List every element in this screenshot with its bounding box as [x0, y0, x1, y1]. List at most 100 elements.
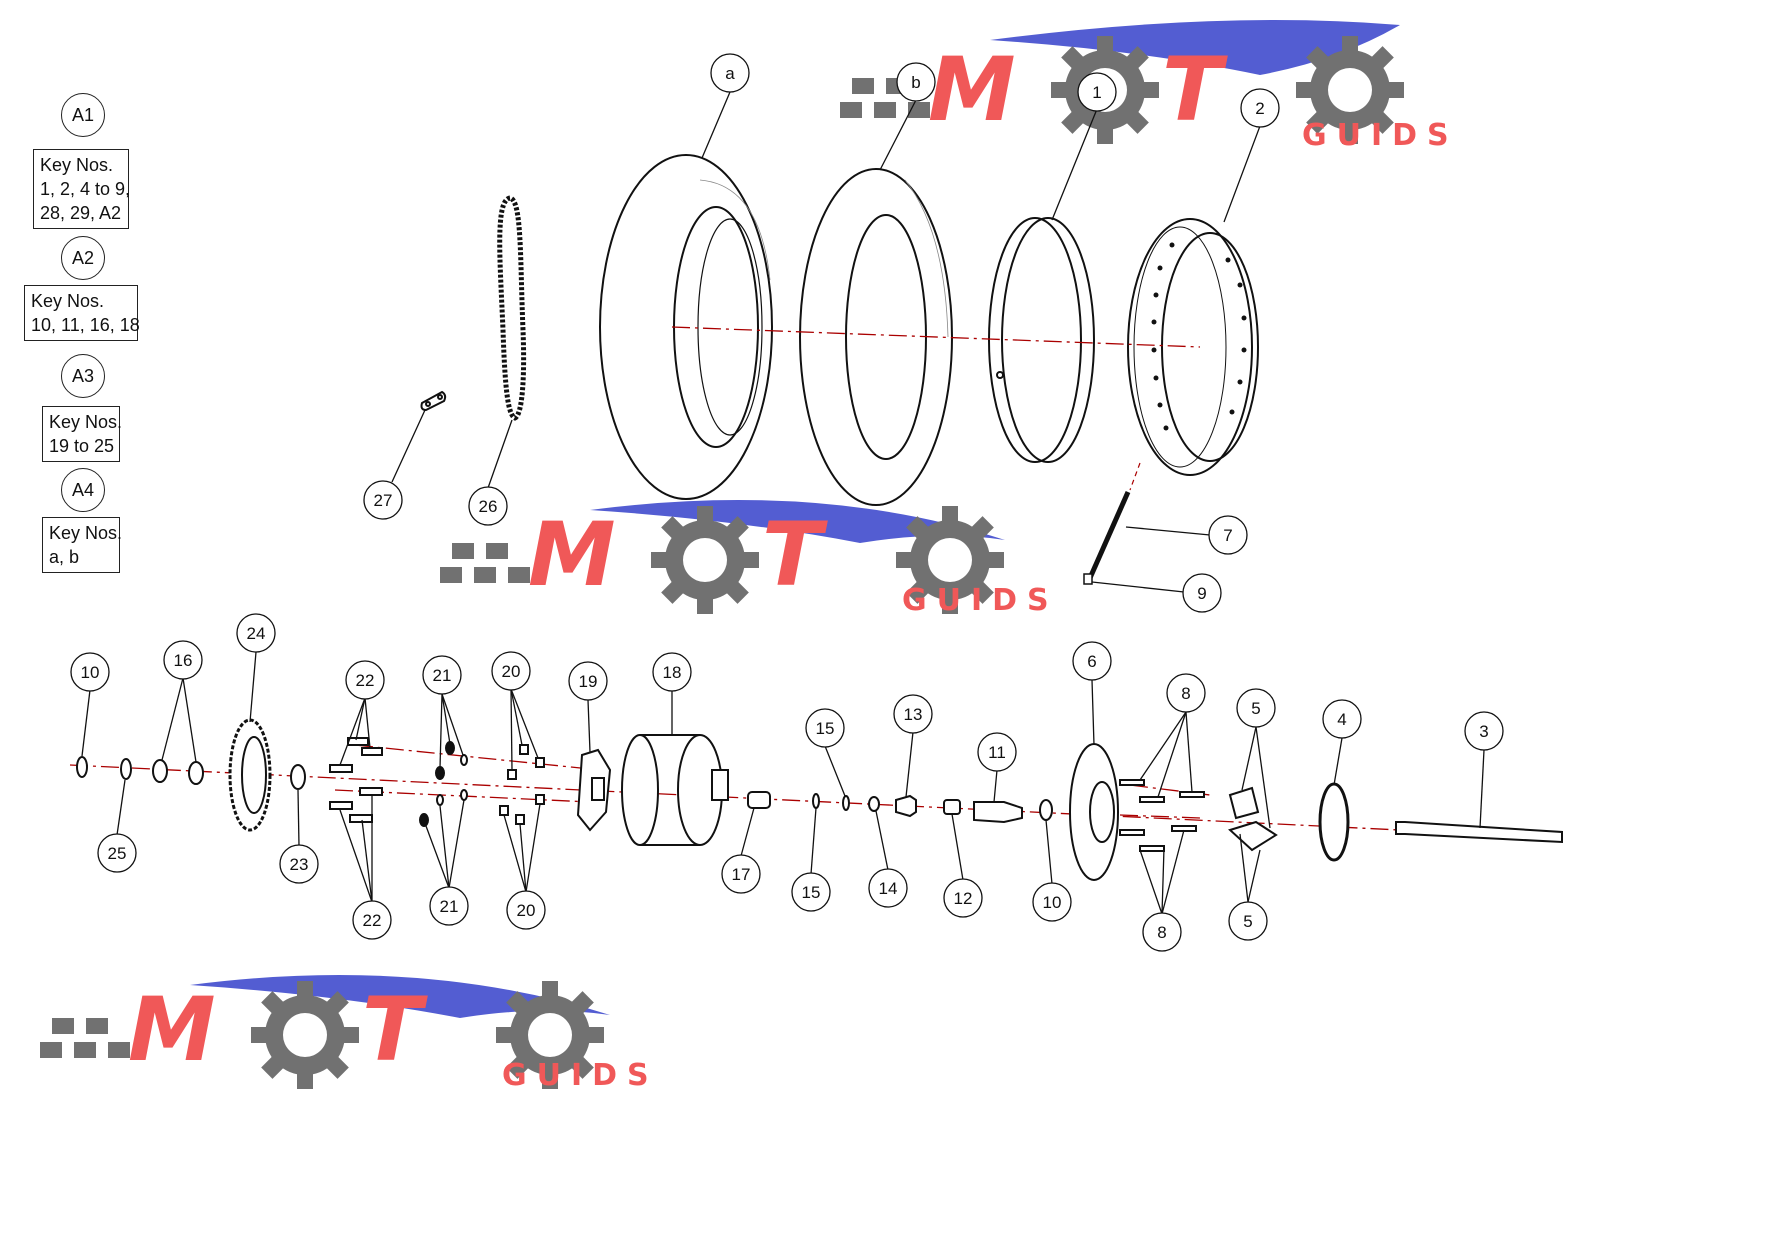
callout-10R: 10	[1032, 882, 1072, 922]
wheel-hub	[621, 734, 659, 846]
callout-text: 2	[1255, 99, 1264, 118]
callout-text: 4	[1337, 710, 1346, 729]
leader-lines	[81, 91, 1485, 915]
watermark-logo-middle: M T GUIDS	[440, 500, 1059, 618]
spacer	[1039, 799, 1053, 821]
callout-19: 19	[568, 661, 608, 701]
group-label-a2: A2	[61, 236, 105, 280]
callout-text: 9	[1197, 584, 1206, 603]
callout-text: 15	[816, 719, 835, 738]
callout-6: 6	[1072, 641, 1112, 681]
watermark-logo-bottom: M T GUIDS	[40, 975, 649, 1093]
callout-text: 11	[988, 743, 1006, 762]
callout-text: 19	[579, 672, 598, 691]
callout-text: 20	[502, 662, 521, 681]
callout-b: b	[896, 62, 936, 102]
callout-21T: 21	[422, 655, 462, 695]
callout-text: 22	[356, 671, 375, 690]
callout-21B: 21	[429, 886, 469, 926]
callout-25: 25	[97, 833, 137, 873]
rim-spoke-holes	[1151, 242, 1247, 431]
bearing	[188, 761, 204, 785]
callout-text: 20	[517, 901, 536, 920]
callout-text: 10	[81, 663, 100, 682]
watermark-t: T	[762, 503, 828, 606]
callout-3: 3	[1464, 711, 1504, 751]
callout-text: 18	[663, 663, 682, 682]
callout-text: 24	[247, 624, 266, 643]
watermark-sub: GUIDS	[902, 583, 1059, 618]
tyre	[599, 154, 773, 500]
callout-17: 17	[721, 854, 761, 894]
callout-15T: 15	[805, 708, 845, 748]
axle	[1395, 821, 1563, 844]
callout-14: 14	[868, 868, 908, 908]
group-box-a1: Key Nos. 1, 2, 4 to 9, 28, 29, A2	[33, 149, 130, 229]
callout-text: 8	[1181, 684, 1190, 703]
callout-text: 23	[290, 855, 309, 874]
callout-18: 18	[652, 652, 692, 692]
callout-text: 8	[1157, 923, 1166, 942]
bearing	[973, 801, 1023, 824]
upper-centerline	[671, 326, 1201, 348]
callout-22B: 22	[352, 900, 392, 940]
callout-text: 27	[374, 491, 393, 510]
washer	[120, 758, 132, 780]
callout-text: 25	[108, 844, 127, 863]
callout-27: 27	[363, 480, 403, 520]
group-label-a1: A1	[61, 93, 105, 137]
group-box-a4: Key Nos. a, b	[42, 517, 122, 573]
cush-rubber	[1228, 786, 1260, 820]
callout-a: a	[710, 53, 750, 93]
callout-text: 22	[363, 911, 382, 930]
callout-text: 17	[732, 865, 751, 884]
callout-20B: 20	[506, 890, 546, 930]
callout-24: 24	[236, 613, 276, 653]
callout-8B: 8	[1142, 912, 1182, 952]
rim-tape	[988, 217, 1082, 463]
callout-text: 21	[440, 897, 459, 916]
callout-text: 26	[479, 497, 498, 516]
watermark-m: M	[128, 978, 216, 1081]
callout-12: 12	[943, 878, 983, 918]
valve	[1083, 462, 1141, 585]
callout-20T: 20	[491, 651, 531, 691]
callout-text: 7	[1223, 526, 1232, 545]
callout-text: 6	[1087, 652, 1096, 671]
callout-text: 12	[954, 889, 973, 908]
callout-text: 13	[904, 705, 923, 724]
callout-23: 23	[279, 844, 319, 884]
spacer	[747, 791, 771, 809]
chain-link	[420, 390, 447, 412]
spacer	[290, 764, 306, 790]
callout-7: 7	[1208, 515, 1248, 555]
callout-text: 5	[1243, 912, 1252, 931]
callout-2: 2	[1240, 88, 1280, 128]
callout-text: 10	[1043, 893, 1062, 912]
bearing	[895, 794, 917, 818]
callout-10L: 10	[70, 652, 110, 692]
callout-text: 15	[802, 883, 821, 902]
callout-text: 21	[433, 666, 452, 685]
callout-9: 9	[1182, 573, 1222, 613]
callout-5T: 5	[1236, 688, 1276, 728]
callout-5B: 5	[1228, 901, 1268, 941]
bolt	[347, 737, 369, 746]
group-label-a3: A3	[61, 354, 105, 398]
circlip	[812, 793, 820, 809]
callout-text: 3	[1479, 722, 1488, 741]
callout-13: 13	[893, 694, 933, 734]
bearing	[152, 759, 168, 783]
callout-8T: 8	[1166, 673, 1206, 713]
callout-text: 1	[1092, 83, 1101, 102]
watermark-sub: GUIDS	[1302, 118, 1459, 153]
callout-text: 16	[174, 651, 193, 670]
callout-text: a	[725, 64, 735, 83]
callout-1: 1	[1077, 72, 1117, 112]
group-box-a3: Key Nos. 19 to 25	[42, 406, 122, 462]
watermark-m: M	[528, 503, 616, 606]
watermark-t: T	[362, 978, 428, 1081]
group-label-a4: A4	[61, 468, 105, 512]
drive-plate	[1318, 782, 1350, 862]
